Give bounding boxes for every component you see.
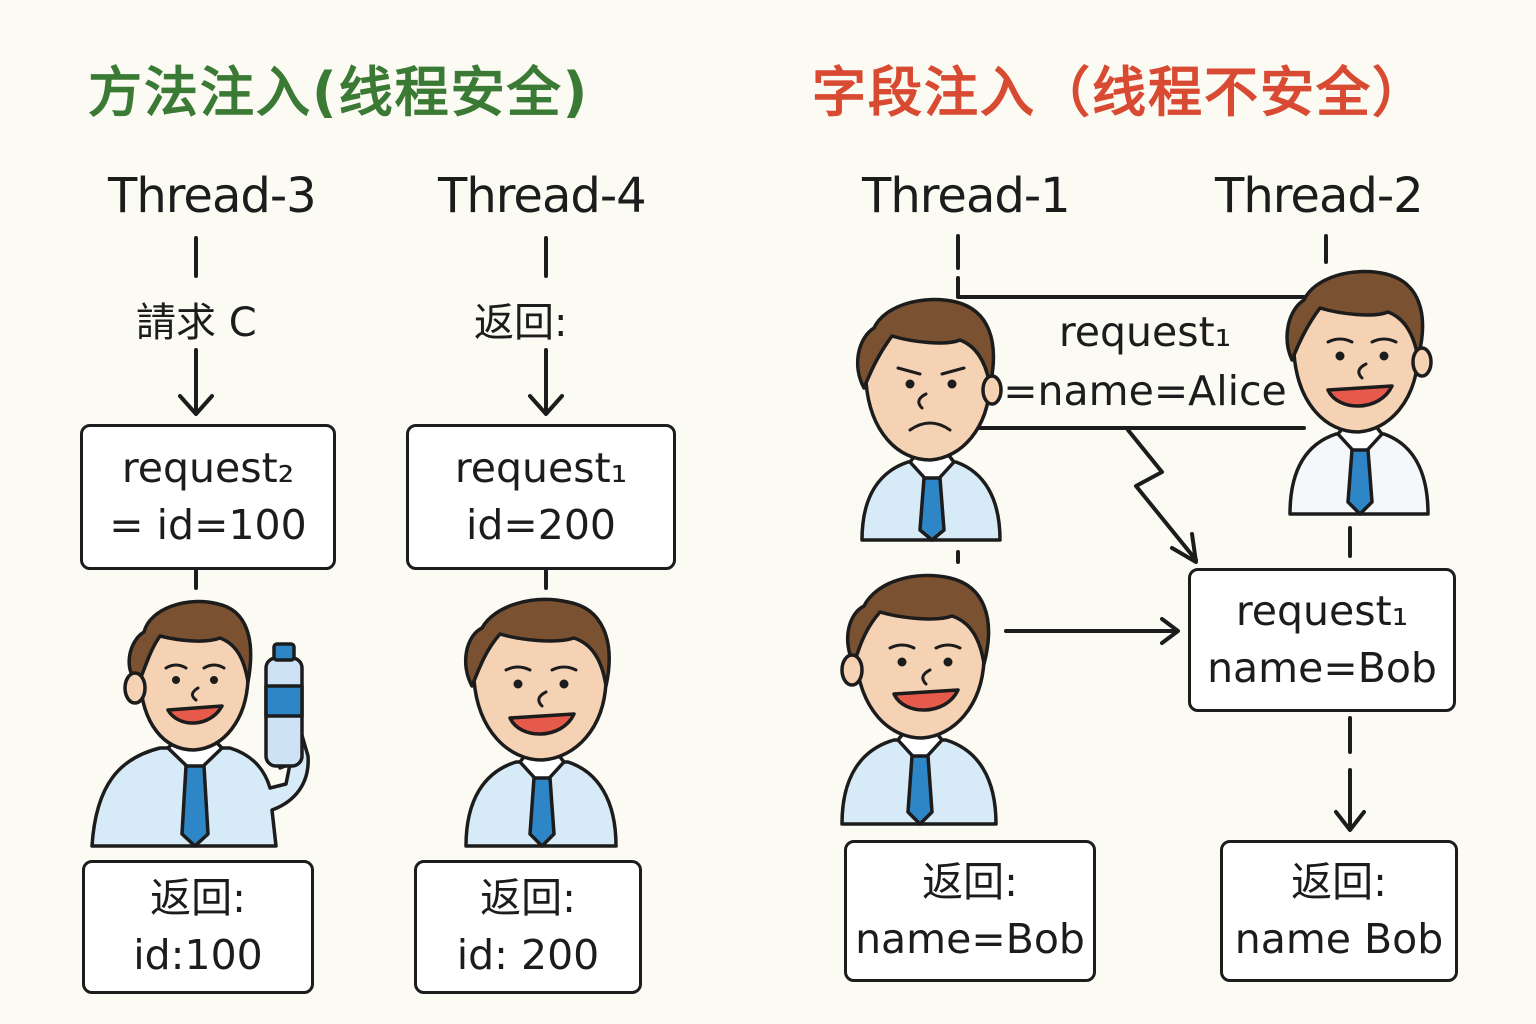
thread-4-label: Thread-4 [438,168,647,224]
thread-4-person [463,597,618,848]
t3-return-box: 返回: id:100 [82,860,314,994]
t3-return-line1: 返回: [150,873,246,922]
shared-request-box: request₁ =name=Alice [1000,302,1290,422]
thread-2-label: Thread-2 [1215,168,1424,224]
shared-request-line1: request₁ [1058,307,1232,356]
safe-title: 方法注入(线程安全) [88,61,590,124]
t3-request-line2: = id=100 [109,501,307,549]
t4-return-box: 返回: id: 200 [414,860,642,994]
t4-return-line2: id: 200 [456,931,600,979]
t4-request-box: request₁ id=200 [406,424,676,570]
t3-request-line1: request₂ [121,443,295,492]
t4-return-label: 返回: [474,300,568,346]
t4-request-line2: id=200 [465,501,617,549]
thread-2-smiling-person [1285,269,1433,516]
t2-return-line2: name Bob [1234,915,1444,963]
bob-request-line1: request₁ [1235,586,1409,635]
t1-return-line2: name=Bob [855,915,1085,963]
shared-request-line2: =name=Alice [1003,367,1287,415]
t3-return-line2: id:100 [133,931,263,979]
t2-return-box: 返回: name Bob [1220,840,1458,982]
t4-request-line1: request₁ [454,443,628,492]
t3-request-box: request₂ = id=100 [80,424,336,570]
shared-request-box-bob: request₁ name=Bob [1188,568,1456,712]
thread-3-label: Thread-3 [108,168,317,224]
thread-3-person-with-bottle [90,599,310,848]
t4-return-line1: 返回: [480,873,576,922]
thread-1-worried-person [855,297,1003,542]
t1-return-line1: 返回: [922,857,1018,906]
bob-request-line2: name=Bob [1207,644,1437,692]
unsafe-title: 字段注入（线程不安全） [812,61,1428,124]
thread-1-label: Thread-1 [862,168,1071,224]
t3-request-label: 請求 C [136,300,257,346]
t2-return-line1: 返回: [1291,857,1387,906]
thread-1-bottom-person [840,573,998,826]
t1-return-box: 返回: name=Bob [844,840,1096,982]
